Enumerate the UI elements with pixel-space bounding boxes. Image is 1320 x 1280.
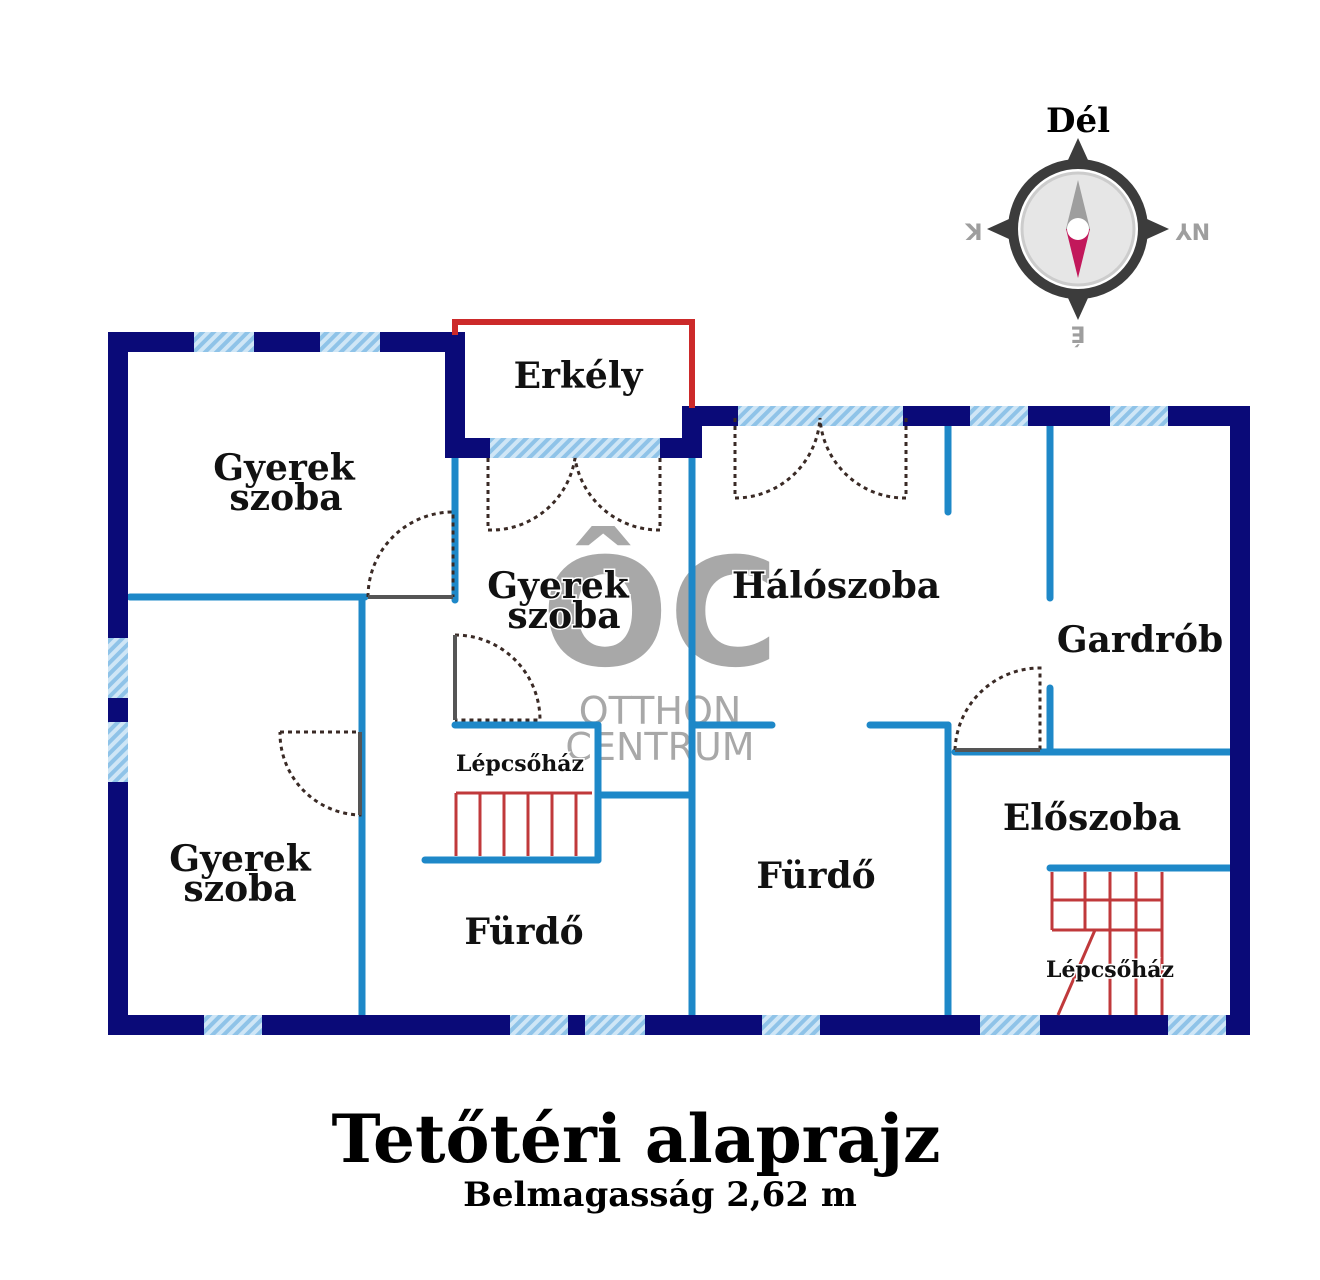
room-label-gyerek-3-line1: Gyerek xyxy=(169,838,311,880)
window xyxy=(194,332,254,352)
watermark-logo-letters: ÔC xyxy=(541,526,779,701)
compass-center xyxy=(1067,218,1089,240)
room-label-furdo-1: Fürdő xyxy=(464,911,583,953)
stairs-right xyxy=(1050,872,1164,1016)
compass-label-left: K xyxy=(965,218,983,243)
compass-needle-south xyxy=(1066,229,1090,278)
compass-arrow-right xyxy=(1147,219,1169,239)
doors xyxy=(278,417,1042,817)
watermark-logo: ÔC OTTHON CENTRUM xyxy=(541,526,779,769)
window xyxy=(738,406,903,426)
room-label-gyerek-2-line2: szoba xyxy=(507,595,620,637)
stairs-left xyxy=(454,791,592,856)
room-label-lepcsohaz-1: Lépcsőház xyxy=(456,751,584,777)
window xyxy=(204,1015,262,1035)
compass-label-bottom: É xyxy=(1070,321,1085,347)
compass-arrow-top xyxy=(1068,138,1088,160)
plan-subtitle: Belmagasság 2,62 m xyxy=(463,1175,857,1215)
room-label-gyerek-1-line2: szoba xyxy=(229,477,342,519)
room-label-erkely: Erkély xyxy=(514,355,644,397)
window xyxy=(585,1015,645,1035)
room-label-gyerek-2-line1: Gyerek xyxy=(487,565,629,607)
compass: Dél K NY É xyxy=(965,101,1211,347)
window xyxy=(970,406,1028,426)
window xyxy=(762,1015,820,1035)
room-label-lepcsohaz-2: Lépcsőház xyxy=(1046,957,1174,983)
window xyxy=(108,722,128,782)
compass-arrow-bottom xyxy=(1068,298,1088,320)
window xyxy=(1110,406,1168,426)
room-label-furdo-2: Fürdő xyxy=(756,855,875,897)
watermark-line2: CENTRUM xyxy=(565,725,754,769)
window xyxy=(510,1015,568,1035)
window xyxy=(320,332,380,352)
window xyxy=(490,438,660,458)
window xyxy=(980,1015,1040,1035)
room-labels: Erkély Gyerek szoba Gyerek szoba Gyerek … xyxy=(168,354,1225,985)
compass-arrow-left xyxy=(987,219,1009,239)
balcony-railing xyxy=(452,319,695,408)
plan-title: Tetőtéri alaprajz xyxy=(332,1100,941,1178)
room-label-gardrob: Gardrób xyxy=(1057,619,1223,661)
room-label-gyerek-3-line2: szoba xyxy=(183,868,296,910)
interior-walls xyxy=(126,421,1234,1019)
compass-needle-north xyxy=(1066,180,1090,229)
window xyxy=(108,638,128,698)
compass-label-right: NY xyxy=(1175,218,1210,243)
window xyxy=(1168,1015,1226,1035)
compass-label-top: Dél xyxy=(1046,101,1110,141)
windows xyxy=(108,332,1226,1035)
room-label-gyerek-1-line1: Gyerek xyxy=(213,447,355,489)
room-label-haloszoba: Hálószoba xyxy=(732,565,940,607)
room-label-eloszoba: Előszoba xyxy=(1003,797,1181,839)
